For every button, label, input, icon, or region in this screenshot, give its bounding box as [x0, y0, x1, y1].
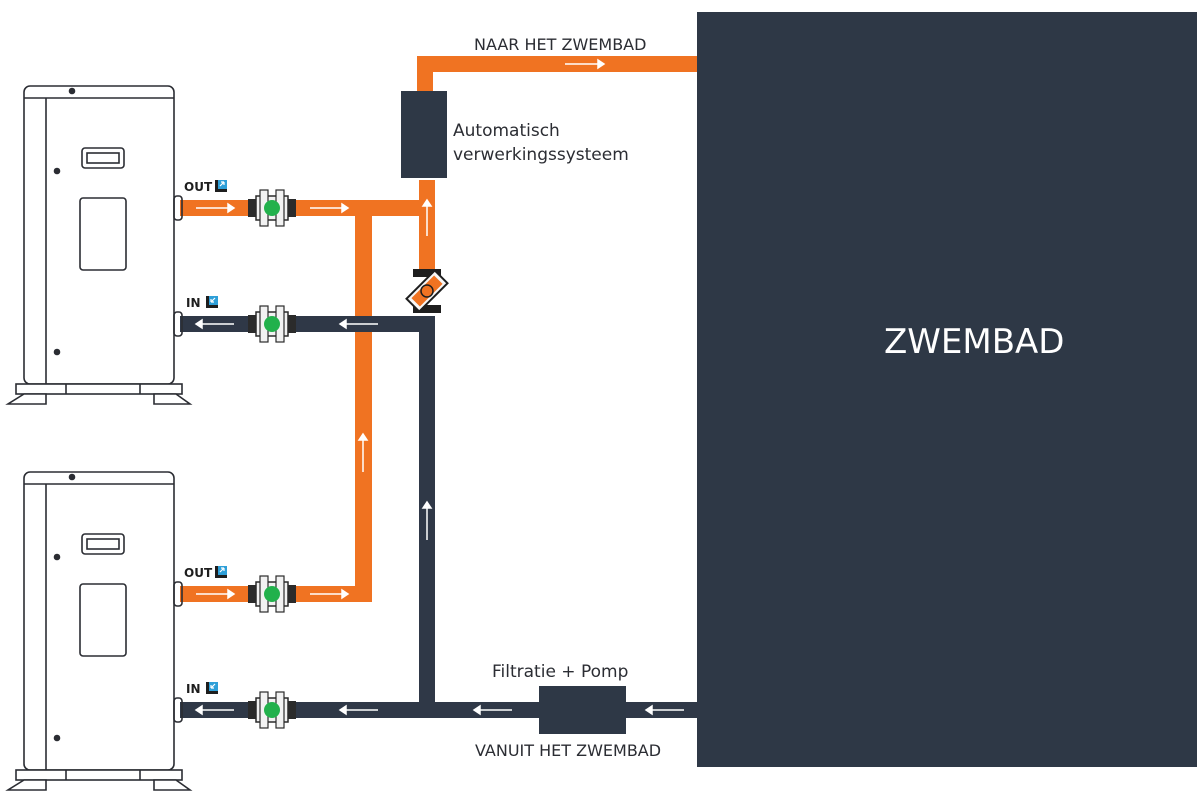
flow-arrows	[194, 58, 684, 716]
treatment-label-line1: Automatisch	[453, 121, 560, 141]
heat-pump-2	[5, 471, 193, 791]
filtration-label: Filtratie + Pomp	[492, 662, 629, 682]
pool-title: ZWEMBAD	[884, 322, 1065, 362]
port-icons	[206, 180, 227, 694]
three-way-valve	[405, 269, 449, 313]
from-pool-label: VANUIT HET ZWEMBAD	[475, 741, 662, 760]
heat-pump-2-out-label: OUT	[184, 566, 213, 580]
valve-out-2	[248, 575, 296, 613]
heat-pump-1-out-label: OUT	[184, 180, 213, 194]
to-pool-label: NAAR HET ZWEMBAD	[474, 35, 647, 54]
treatment-label-line2: verwerkingssysteem	[453, 145, 629, 165]
port-out-2-icon	[215, 566, 227, 578]
valve-in-2	[248, 691, 296, 729]
heat-pump-1-in-label: IN	[186, 296, 201, 310]
port-out-1-icon	[215, 180, 227, 192]
heat-pump-1	[5, 85, 193, 405]
port-in-2-icon	[206, 682, 218, 694]
filtration-pump-box	[539, 686, 626, 734]
cold-water-pipes	[180, 316, 700, 718]
valve-in-1	[248, 305, 296, 343]
port-in-1-icon	[206, 296, 218, 308]
treatment-system-box	[401, 91, 447, 178]
valve-out-1	[248, 189, 296, 227]
pool-body	[697, 12, 1197, 767]
heat-pump-2-in-label: IN	[186, 682, 201, 696]
